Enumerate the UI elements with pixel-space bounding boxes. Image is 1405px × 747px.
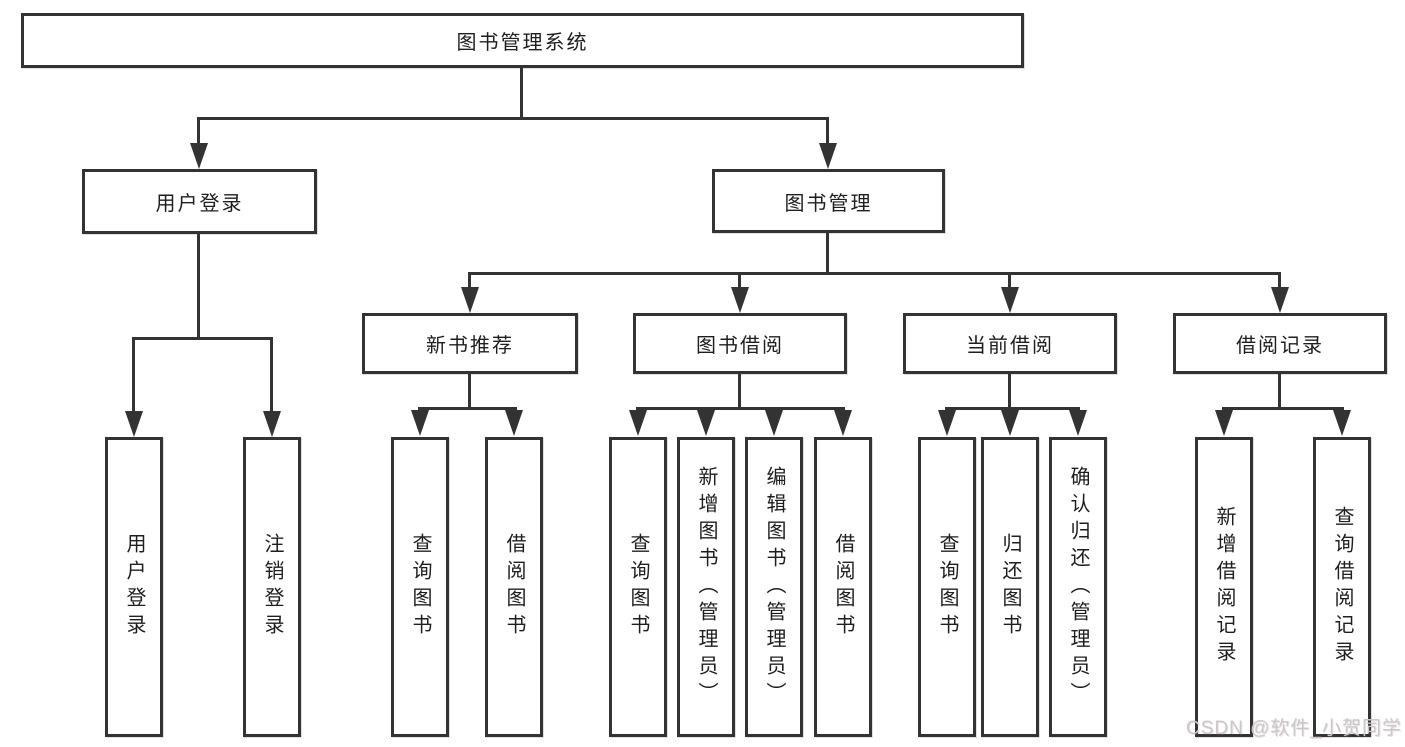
connector-line	[270, 337, 273, 415]
node-borrow-records: 借阅记录	[1173, 313, 1387, 374]
leaf-query-books-current: 查询图书	[918, 437, 976, 737]
csdn-watermark: CSDN @软件_小贺同学	[1186, 718, 1402, 739]
node-label: 当前借阅	[966, 335, 1054, 357]
arrowhead-down	[1271, 287, 1289, 313]
arrowhead-down	[190, 143, 208, 169]
arrowhead-down	[731, 287, 749, 313]
connector-line	[636, 407, 845, 410]
node-label: 借阅记录	[1236, 335, 1324, 357]
node-current-borrow: 当前借阅	[903, 313, 1117, 374]
leaf-label: 借阅图书	[503, 533, 525, 641]
node-label: 图书管理系统	[456, 32, 589, 54]
node-label: 用户登录	[155, 193, 244, 215]
arrowhead-down	[834, 410, 852, 436]
connector-line	[1278, 374, 1281, 410]
connector-line	[520, 68, 523, 120]
arrowhead-down	[1333, 410, 1351, 436]
connector-line	[738, 272, 741, 292]
connector-line	[132, 337, 135, 415]
arrowhead-down	[765, 410, 783, 436]
node-new-book-recommend: 新书推荐	[362, 313, 578, 374]
arrowhead-down	[697, 410, 715, 436]
connector-line	[826, 117, 829, 147]
leaf-label: 确认归还（管理员）	[1067, 465, 1089, 709]
arrowhead-down	[938, 410, 956, 436]
connector-line	[945, 407, 1080, 410]
arrowhead-down	[411, 410, 429, 436]
connector-line	[1278, 272, 1281, 292]
arrowhead-down	[461, 287, 479, 313]
leaf-label: 查询图书	[409, 533, 431, 641]
node-book-borrow: 图书借阅	[633, 313, 847, 374]
connector-line	[197, 117, 829, 120]
leaf-label: 注销登录	[261, 533, 283, 641]
connector-line	[468, 374, 471, 410]
arrowhead-down	[1001, 410, 1019, 436]
arrowhead-down	[263, 411, 281, 437]
leaf-borrow-books: 借阅图书	[814, 437, 872, 737]
leaf-query-borrow-record: 查询借阅记录	[1313, 437, 1371, 737]
connector-line	[197, 117, 200, 147]
leaf-label: 新增图书（管理员）	[695, 465, 717, 709]
leaf-label: 归还图书	[999, 533, 1021, 641]
connector-line	[468, 272, 1281, 275]
leaf-borrow-books-recommend: 借阅图书	[485, 437, 543, 737]
connector-line	[1008, 272, 1011, 292]
node-root-library-system: 图书管理系统	[21, 13, 1024, 68]
arrowhead-down	[1001, 287, 1019, 313]
leaf-add-borrow-record: 新增借阅记录	[1195, 437, 1253, 737]
leaf-logout: 注销登录	[243, 437, 301, 737]
arrowhead-down	[629, 410, 647, 436]
leaf-query-books-borrow: 查询图书	[609, 437, 667, 737]
leaf-label: 用户登录	[123, 533, 145, 641]
connector-line	[826, 233, 829, 275]
node-user-login: 用户登录	[82, 169, 317, 234]
node-label: 图书管理	[784, 192, 873, 215]
leaf-label: 编辑图书（管理员）	[763, 465, 785, 709]
leaf-edit-books-admin: 编辑图书（管理员）	[745, 437, 803, 737]
connector-line	[132, 337, 273, 340]
arrowhead-down	[819, 143, 837, 169]
node-book-management: 图书管理	[712, 169, 945, 233]
leaf-user-login: 用户登录	[105, 437, 163, 737]
arrowhead-down	[1069, 410, 1087, 436]
leaf-add-books-admin: 新增图书（管理员）	[677, 437, 735, 737]
arrowhead-down	[125, 411, 143, 437]
leaf-label: 查询借阅记录	[1331, 506, 1353, 668]
connector-line	[738, 374, 741, 410]
node-label: 新书推荐	[426, 335, 514, 357]
leaf-label: 查询图书	[936, 533, 958, 641]
connector-line	[1008, 374, 1011, 410]
leaf-confirm-return-admin: 确认归还（管理员）	[1049, 437, 1107, 737]
leaf-label: 查询图书	[627, 533, 649, 641]
connector-line	[468, 272, 471, 292]
connector-line	[197, 234, 200, 340]
connector-line	[1222, 407, 1344, 410]
leaf-label: 借阅图书	[832, 533, 854, 641]
node-label: 图书借阅	[696, 335, 784, 357]
leaf-return-books: 归还图书	[981, 437, 1039, 737]
arrowhead-down	[505, 410, 523, 436]
arrowhead-down	[1215, 410, 1233, 436]
connector-line	[418, 407, 517, 410]
leaf-label: 新增借阅记录	[1213, 506, 1235, 668]
leaf-query-books-recommend: 查询图书	[391, 437, 449, 737]
